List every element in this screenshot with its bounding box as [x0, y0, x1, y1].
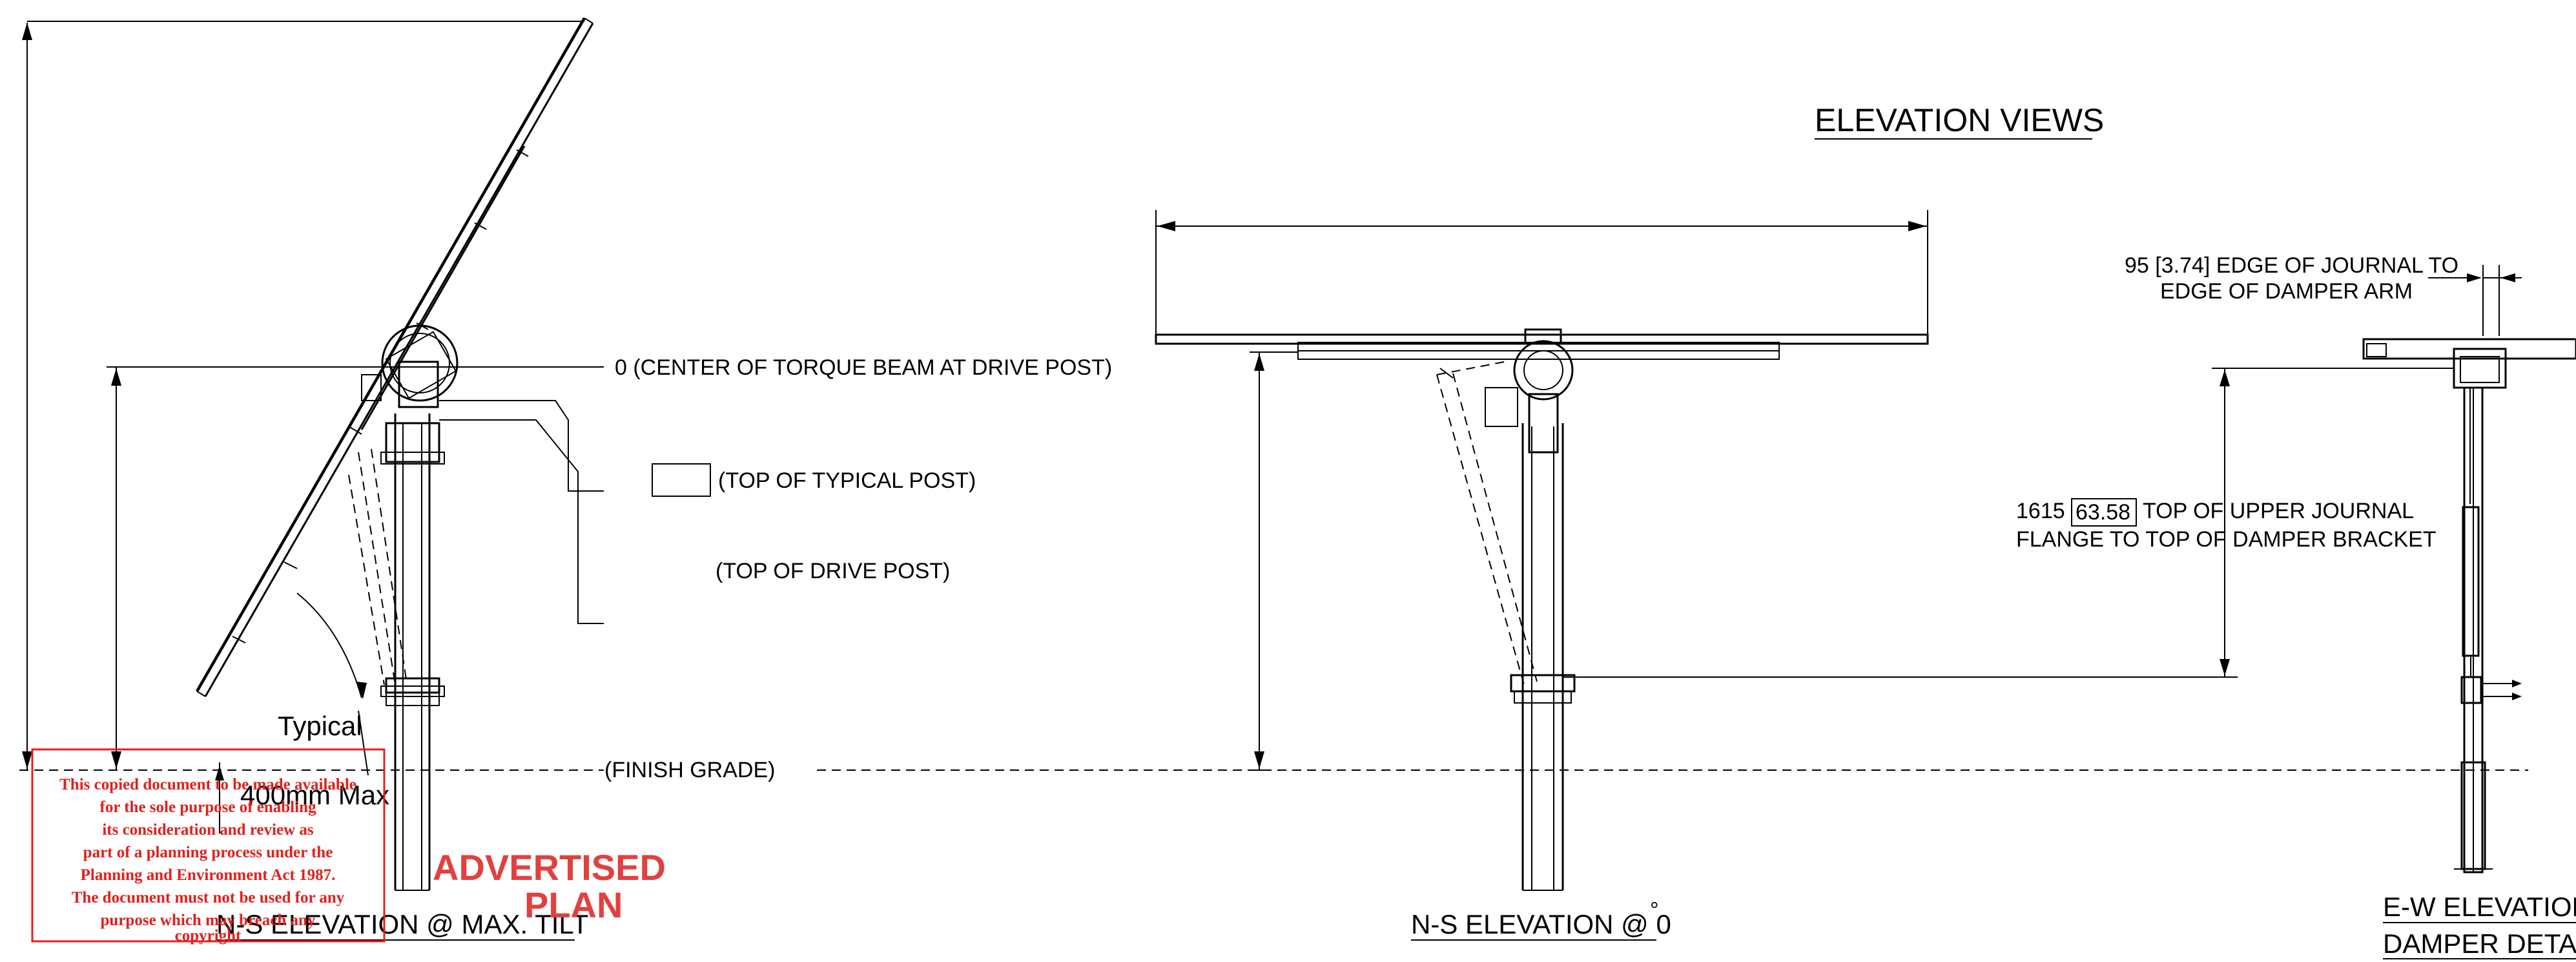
ew-damper-view: 95 [3.74] EDGE OF JOURNAL TO EDGE OF DAM… [2016, 253, 2576, 959]
ew-title-line1: E-W ELEVATION [2383, 892, 2576, 922]
typical-label: Typical [278, 711, 362, 741]
notice-line-3: its consideration and review as [102, 821, 314, 839]
notice-line-1: This copied document to be made availabl… [59, 776, 356, 793]
drawing-title: ELEVATION VIEWS [1815, 102, 2104, 138]
damper-arm [348, 448, 407, 685]
notice-line-5: Planning and Environment Act 1987. [81, 866, 336, 884]
notice-line-7: purpose which may breach any [101, 912, 316, 929]
stamp-plan: PLAN [524, 884, 623, 925]
drive-hub [361, 324, 459, 408]
center-torque-beam-label: 0 (CENTER OF TORQUE BEAM AT DRIVE POST) [615, 355, 1112, 380]
leader-drive-post [439, 419, 604, 624]
finish-grade-label: (FINISH GRADE) [604, 758, 775, 782]
notice-line-4: part of a planning process under the [83, 844, 333, 861]
upper-journal-boxed-value: 63.58 [2076, 500, 2130, 525]
tilt-angle-arc [296, 592, 362, 698]
ns-max-tilt-view: Typical 400mm Max N-S ELEVATION @ MAX. T… [22, 17, 604, 941]
notice-line-8: copyright [175, 927, 242, 945]
journal-edge-line1: 95 [3.74] EDGE OF JOURNAL TO [2125, 253, 2458, 278]
upper-journal-value: 1615 [2016, 499, 2065, 523]
advertised-plan-stamp: This copied document to be made availabl… [31, 748, 666, 945]
ns-max-tilt-title: N-S ELEVATION @ MAX. TILT [216, 909, 588, 939]
typical-post-value-box [652, 463, 711, 497]
ns-zero-degree: ° [1650, 898, 1659, 923]
top-drive-post-label: (TOP OF DRIVE POST) [716, 559, 950, 583]
notice-line-6: The document must not be used for any [72, 889, 345, 906]
overall-height-arrow-top [22, 23, 32, 40]
stamp-notice-box [31, 748, 386, 943]
top-typical-post-label: (TOP OF TYPICAL POST) [718, 468, 976, 493]
overall-height-arrow-bottom [22, 751, 32, 769]
torque-height-arrow-top [111, 368, 121, 386]
stamp-advertised: ADVERTISED [433, 847, 666, 888]
ns-zero-title: N-S ELEVATION @ 0 [1411, 909, 1671, 939]
max-400-label: 400mm Max [240, 780, 389, 810]
leader-typical-post [439, 400, 604, 492]
upper-journal-line2: FLANGE TO TOP OF DAMPER BRACKET [2016, 527, 2437, 552]
torque-height-arrow-bottom [111, 751, 121, 769]
upper-journal-line1: TOP OF UPPER JOURNAL [2143, 499, 2414, 523]
ns-zero-view: N-S ELEVATION @ 0 ° [1155, 210, 2238, 941]
ew-title-line2: DAMPER DETAIL [2383, 928, 2576, 959]
notice-line-2: for the sole purpose of enabling [100, 799, 316, 816]
journal-edge-line2: EDGE OF DAMPER ARM [2160, 279, 2413, 304]
